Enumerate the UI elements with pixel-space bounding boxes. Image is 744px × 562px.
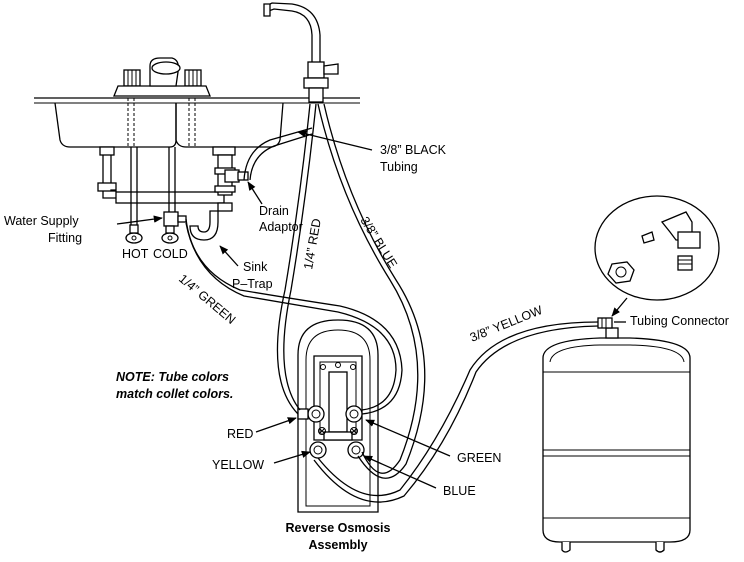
hot-valve bbox=[125, 232, 143, 244]
sink-drain-plumbing bbox=[97, 146, 249, 241]
ro-assembly bbox=[297, 319, 379, 513]
blue-tube bbox=[317, 103, 419, 474]
blue-collet-arrow bbox=[363, 455, 437, 489]
ro-faucet-neck-outer bbox=[265, 2, 321, 80]
trap-nut bbox=[217, 202, 233, 212]
ro-faucet-handle bbox=[323, 63, 339, 75]
detail-nut bbox=[607, 261, 635, 284]
sink bbox=[34, 88, 360, 148]
red-tube bbox=[276, 103, 311, 415]
storage-tank bbox=[542, 317, 691, 553]
tank-valve bbox=[605, 327, 619, 339]
faucet-lever bbox=[151, 61, 181, 75]
black-tubing-arrow bbox=[297, 130, 373, 151]
supply-tee-branch bbox=[177, 215, 187, 223]
collet-green bbox=[345, 405, 363, 423]
ro-faucet-body bbox=[307, 61, 325, 79]
drain-adaptor-label-1: Drain bbox=[259, 204, 289, 218]
detail-elbow-nut bbox=[677, 231, 701, 249]
water-supply-valves bbox=[125, 147, 187, 244]
collet-yellow-label: YELLOW bbox=[212, 458, 264, 472]
ro-faucet bbox=[263, 2, 339, 103]
connector-detail-inset bbox=[594, 195, 720, 317]
collet-red-label: RED bbox=[227, 427, 253, 441]
note-line-1: NOTE: Tube colors bbox=[116, 370, 229, 384]
sink-basin-left bbox=[54, 102, 177, 148]
red-tube-label: 1/4” RED bbox=[301, 217, 324, 270]
collet-blue-label: BLUE bbox=[443, 484, 476, 498]
callout-arrows bbox=[116, 130, 451, 489]
tank-body bbox=[542, 337, 691, 543]
collet-blue bbox=[347, 441, 365, 459]
green-tube bbox=[185, 218, 403, 415]
green-tube-label: 1/4” GREEN bbox=[176, 272, 238, 327]
yellow-tube bbox=[317, 321, 599, 497]
drain-adaptor-fitting bbox=[237, 171, 249, 181]
collet-green-label: GREEN bbox=[457, 451, 501, 465]
collet-red bbox=[307, 405, 325, 423]
drain-adaptor-label-2: Adaptor bbox=[259, 220, 303, 234]
cold-valve bbox=[161, 232, 179, 244]
collet-yellow bbox=[309, 441, 327, 459]
green-collet-arrow bbox=[365, 419, 451, 457]
tubing-connector-label: Tubing Connector bbox=[630, 314, 729, 328]
water-supply-label-2: Fitting bbox=[48, 231, 82, 245]
water-supply-fitting bbox=[163, 211, 179, 227]
sink-faucet bbox=[113, 57, 211, 97]
right-drain-nut bbox=[212, 146, 236, 156]
ro-faucet-collar bbox=[303, 77, 329, 89]
red-collet-arrow bbox=[255, 417, 297, 433]
sink-ptrap-label-1: Sink bbox=[243, 260, 268, 274]
faucet-base bbox=[113, 85, 211, 97]
ro-faucet-neck bbox=[265, 8, 313, 80]
black-tubing-label-1: 3/8” BLACK bbox=[380, 143, 447, 157]
drain-adaptor-saddle bbox=[224, 169, 240, 183]
red-collet-fitting bbox=[297, 408, 309, 420]
black-tubing bbox=[243, 127, 313, 181]
ro-faucet-nut bbox=[308, 87, 324, 103]
note-line-2: match collet colors. bbox=[116, 387, 233, 401]
ro-center-post bbox=[328, 371, 348, 433]
tubing-connector-fitting bbox=[597, 317, 613, 329]
ro-faucet-tip bbox=[263, 3, 271, 17]
hot-label: HOT bbox=[122, 247, 149, 261]
left-slip-nut bbox=[97, 182, 117, 192]
p-trap-arrow bbox=[219, 245, 239, 267]
sink-basin-right bbox=[175, 102, 284, 148]
ro-housing-inner bbox=[305, 329, 371, 507]
sink-ptrap-label-2: P–Trap bbox=[232, 277, 273, 291]
assembly-label-2: Assembly bbox=[308, 538, 367, 552]
assembly-label-1: Reverse Osmosis bbox=[286, 521, 391, 535]
black-tubing-label-2: Tubing bbox=[380, 160, 418, 174]
cold-label: COLD bbox=[153, 247, 188, 261]
tubing bbox=[185, 103, 599, 503]
drain-adaptor-arrow bbox=[247, 181, 263, 205]
yellow-collet-arrow bbox=[273, 450, 311, 464]
water-supply-arrow bbox=[116, 215, 163, 225]
detail-spring bbox=[677, 255, 693, 271]
sink-p-trap bbox=[189, 210, 219, 241]
tee-nut-2 bbox=[214, 185, 236, 193]
continuous-waste-pipe bbox=[115, 191, 225, 204]
detail-insert bbox=[641, 231, 655, 244]
left-drain-nut bbox=[99, 146, 115, 156]
water-supply-label-1: Water Supply bbox=[4, 214, 79, 228]
